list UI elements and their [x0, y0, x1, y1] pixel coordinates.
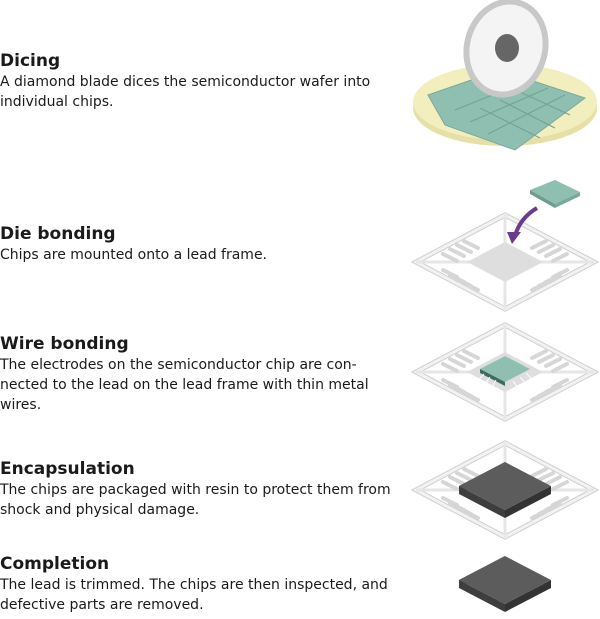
step-completion: Completion The lead is trimmed. The chip… [0, 553, 400, 615]
step-title: Dicing [0, 51, 61, 71]
step-encapsulation: Encapsulation The chips are packaged wit… [0, 458, 400, 520]
step-wire-bonding: Wire bonding The electrodes on the semic… [0, 333, 400, 415]
wire-bonding-illustration [416, 325, 594, 419]
die-bonding-illustration [416, 180, 594, 309]
step-title: Wire bonding [0, 334, 129, 354]
step-description: The chips are packaged with resin to pro… [0, 482, 391, 518]
step-title: Encapsulation [0, 459, 135, 479]
step-title: Completion [0, 554, 110, 574]
step-dicing: Dicing A diamond blade dices the semicon… [0, 50, 400, 112]
completion-illustration [459, 556, 551, 612]
dicing-illustration [413, 0, 597, 151]
blade-hub [495, 34, 519, 62]
step-die-bonding: Die bonding Chips are mounted onto a lea… [0, 223, 400, 265]
step-title: Die bonding [0, 224, 116, 244]
step-description: A diamond blade dices the semiconductor … [0, 74, 371, 110]
step-description: Chips are mounted onto a lead frame. [0, 247, 268, 263]
step-description: The electrodes on the semiconductor chip… [0, 357, 369, 413]
encapsulation-illustration [416, 443, 594, 537]
step-description: The lead is trimmed. The chips are then … [0, 577, 388, 613]
